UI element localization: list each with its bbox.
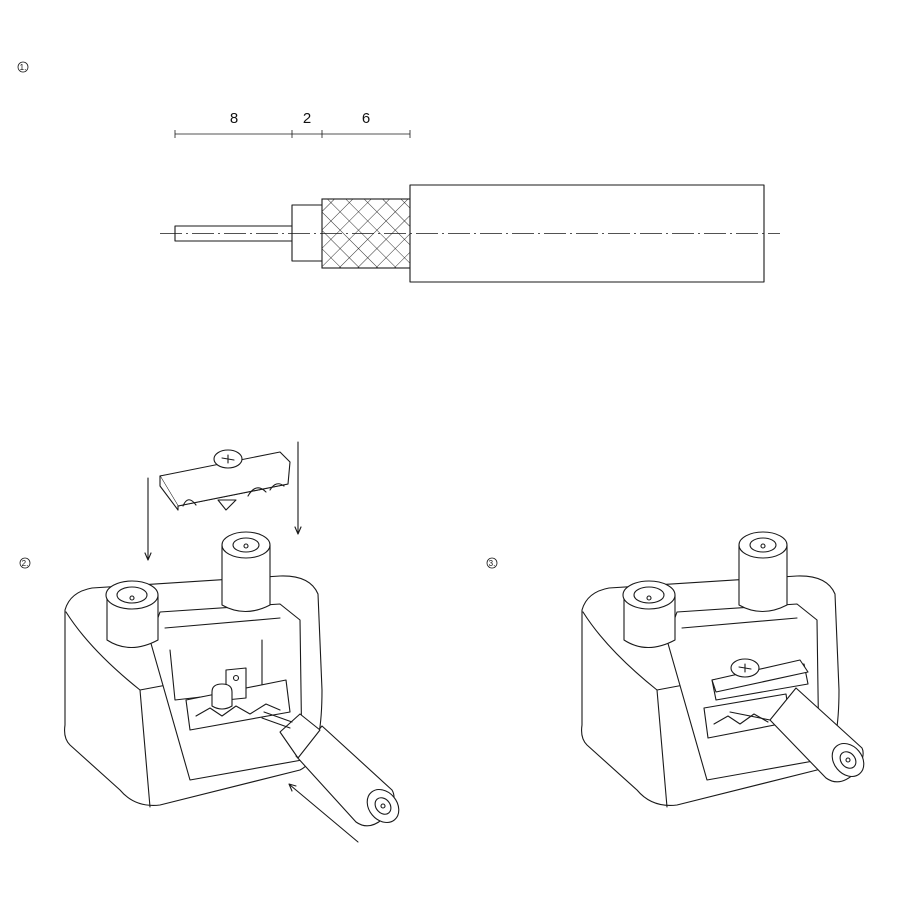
dimension-dielectric-length: 2 — [303, 110, 311, 127]
dimension-braid-length: 6 — [362, 110, 370, 127]
clamp-piece — [159, 449, 291, 511]
connector-body-step2 — [64, 531, 323, 808]
step-2-number: 2. — [22, 559, 29, 568]
step-1-number: 1. — [20, 63, 27, 72]
down-arrow-left — [144, 477, 152, 561]
cable-dielectric — [291, 204, 325, 262]
clamp-spike — [217, 499, 237, 511]
coax-cable — [160, 184, 780, 283]
connector-body-step3 — [581, 531, 840, 808]
cable-inserting — [261, 711, 400, 827]
step-1-marker: 1. — [17, 61, 29, 73]
down-arrow-right — [294, 441, 302, 535]
step-3-marker: 3. — [486, 557, 498, 569]
step-3-number: 3. — [489, 559, 496, 568]
dimension-core-length: 8 — [230, 110, 238, 127]
cable-inserted — [729, 687, 865, 783]
step-2-marker: 2. — [19, 557, 31, 569]
insert-arrow — [288, 783, 359, 843]
dimension-line: 8 2 6 — [174, 110, 411, 138]
